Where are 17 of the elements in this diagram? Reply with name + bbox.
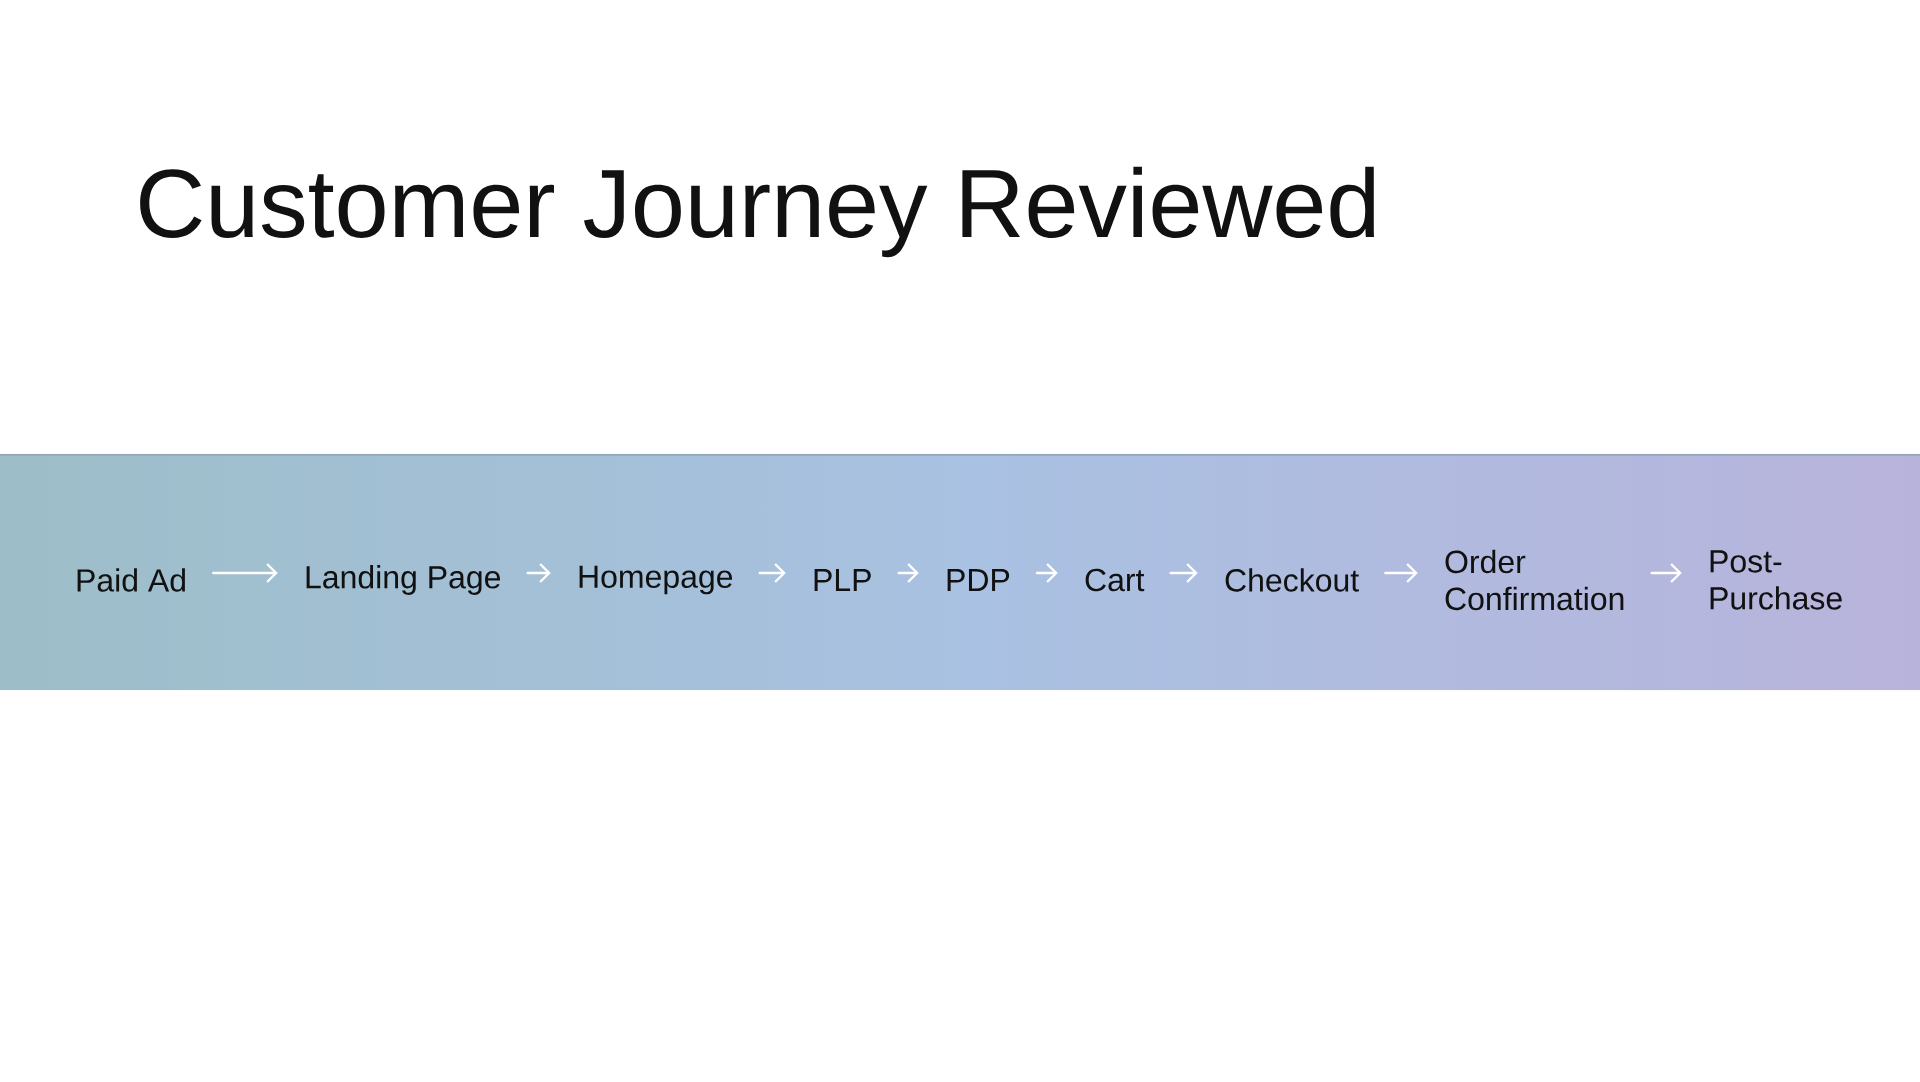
arrow: [212, 563, 278, 583]
step-label: PLP: [814, 569, 871, 591]
arrow: [1650, 563, 1682, 583]
step-label: Post-Purchase: [1710, 550, 1842, 610]
step-label: Order Confirmation: [1445, 549, 1624, 611]
gradient-band: [0, 453, 1920, 691]
step-label: PDP: [947, 569, 1010, 591]
arrow: [1384, 563, 1418, 583]
step-label: Landing Page: [306, 565, 500, 595]
title: Customer Journey Reviewed: [140, 166, 1375, 258]
arrow: [758, 563, 786, 583]
step-label: Checkout: [1225, 568, 1359, 592]
arrow: [526, 563, 551, 583]
arrow: [1169, 563, 1198, 583]
step-label: Cart: [1085, 568, 1145, 592]
step-label: Homepage: [579, 565, 733, 595]
step-label: Paid Ad: [77, 568, 185, 592]
